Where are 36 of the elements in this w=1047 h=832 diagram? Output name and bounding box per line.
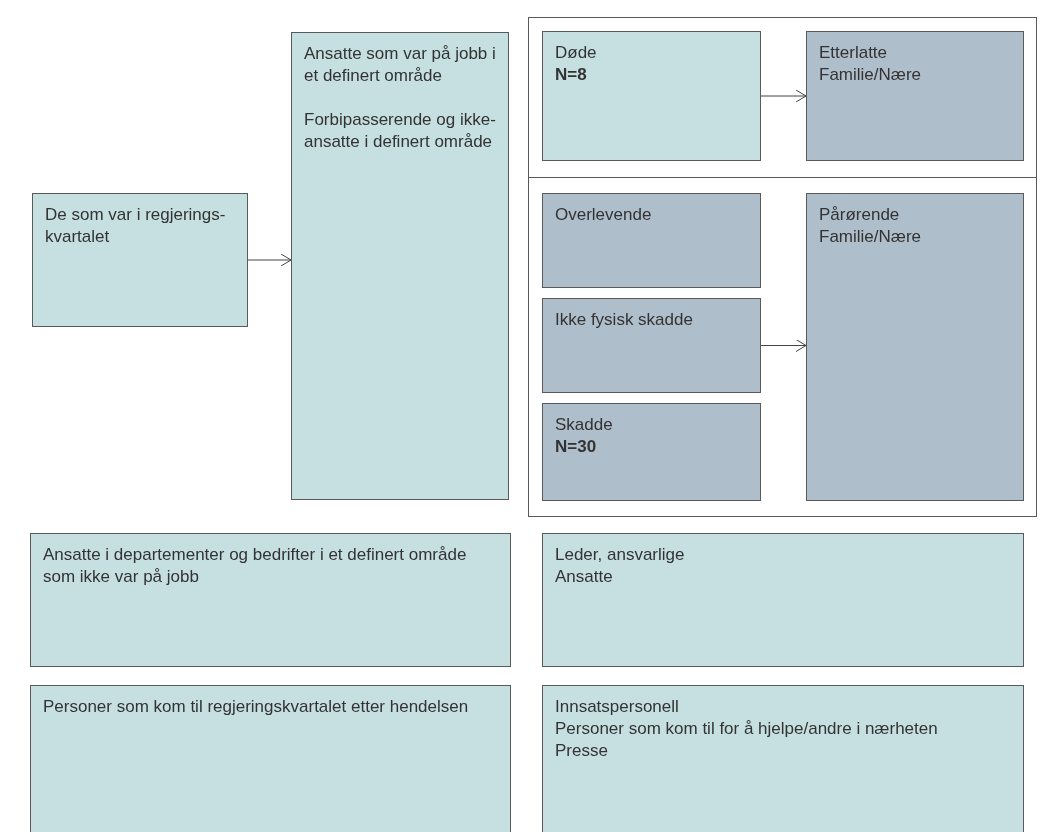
- node-text: Leder, ansvarlige: [555, 544, 686, 566]
- node-text: De som var i regjerings- kvartalet: [45, 204, 227, 248]
- node-text: Ansatte: [555, 566, 614, 588]
- node-text: Familie/Nære: [819, 226, 923, 248]
- category-box: [30, 533, 511, 667]
- node-text: Pårørende: [819, 204, 901, 226]
- node-text: Personer som kom til for å hjelpe/andre i nærheten: [555, 718, 939, 740]
- node-text: Etterlatte: [819, 42, 889, 64]
- category-box: [806, 193, 1024, 501]
- category-box: [32, 193, 248, 327]
- arrow: [760, 89, 807, 103]
- node-text: Forbipasserende og ikke-ansatte i definert område: [304, 109, 496, 153]
- node-text: Ansatte som var på jobb i et definert område: [304, 43, 496, 87]
- group-frame: [528, 17, 1037, 517]
- arrow: [760, 339, 807, 352]
- category-box: [291, 32, 509, 500]
- arrow: [247, 253, 292, 267]
- category-box: [542, 685, 1024, 832]
- category-box: [542, 298, 761, 393]
- node-text: Presse: [555, 740, 609, 762]
- category-box: [30, 685, 511, 832]
- category-box: [542, 403, 761, 501]
- node-text: Døde: [555, 42, 598, 64]
- category-box: [542, 31, 761, 161]
- node-text: Ansatte i departementer og bedrifter i et definert område som ikke var på jobb: [43, 544, 468, 588]
- node-text: Innsatspersonell: [555, 696, 680, 718]
- node-text: N=8: [555, 64, 588, 86]
- category-box: [806, 31, 1024, 161]
- node-text: Ikke fysisk skadde: [555, 309, 694, 331]
- node-text: Personer som kom til regjeringskvartalet etter hendelsen: [43, 696, 470, 718]
- category-box: [542, 193, 761, 288]
- node-text: N=30: [555, 436, 598, 458]
- node-text: Familie/Nære: [819, 64, 923, 86]
- category-box: [542, 533, 1024, 667]
- node-text: Skadde: [555, 414, 614, 436]
- node-text: Overlevende: [555, 204, 653, 226]
